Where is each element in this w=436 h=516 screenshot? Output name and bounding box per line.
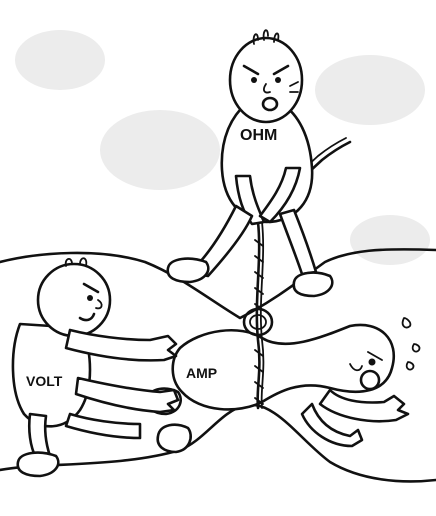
ohm-right-arm (258, 166, 302, 224)
volt-lower-arm (74, 376, 180, 414)
volt-brow (82, 282, 100, 294)
ohm-nose (263, 83, 271, 94)
volt-eye (87, 295, 93, 301)
amp-body (171, 323, 395, 411)
amp-character: AMP (146, 317, 421, 454)
amp-foot-left (156, 423, 192, 454)
wire-top-edge (0, 248, 436, 320)
ohm-label: OHM (240, 127, 277, 144)
rope-knot (242, 307, 274, 337)
ohm-brow-left (242, 64, 260, 76)
ohm-right-foot (292, 271, 334, 298)
ohm-hair (252, 29, 280, 45)
volt-hair (64, 257, 88, 267)
ohm-brow-right (272, 64, 290, 76)
volt-left-foot (16, 451, 60, 478)
volt-character: VOLT (11, 257, 180, 478)
amp-sweat-drop-2 (411, 343, 421, 353)
amp-sweat-drop-3 (405, 361, 415, 371)
volt-label: VOLT (26, 373, 63, 389)
ohm-right-leg (278, 208, 318, 276)
ohm-eye-right (275, 77, 281, 83)
amp-lower-hand (300, 402, 364, 448)
volt-nose (95, 299, 103, 310)
volt-right-leg (64, 412, 142, 440)
ohm-eye-left (251, 77, 257, 83)
amp-nose (359, 369, 381, 391)
amp-arm (318, 388, 410, 423)
volt-upper-arm (64, 328, 178, 362)
ohm-left-arm (234, 174, 266, 226)
volt-mouth (78, 312, 96, 322)
amp-sweat-drop-1 (401, 317, 412, 329)
amp-label: AMP (186, 365, 217, 381)
ohm-head (228, 36, 304, 124)
amp-brow (367, 351, 383, 361)
ohm-mouth (261, 96, 279, 112)
ohm-character: OHM (166, 29, 334, 298)
background-smudges (15, 30, 430, 265)
ohm-left-foot (166, 257, 210, 284)
amp-eye (368, 358, 376, 366)
amp-mouth (349, 363, 363, 372)
